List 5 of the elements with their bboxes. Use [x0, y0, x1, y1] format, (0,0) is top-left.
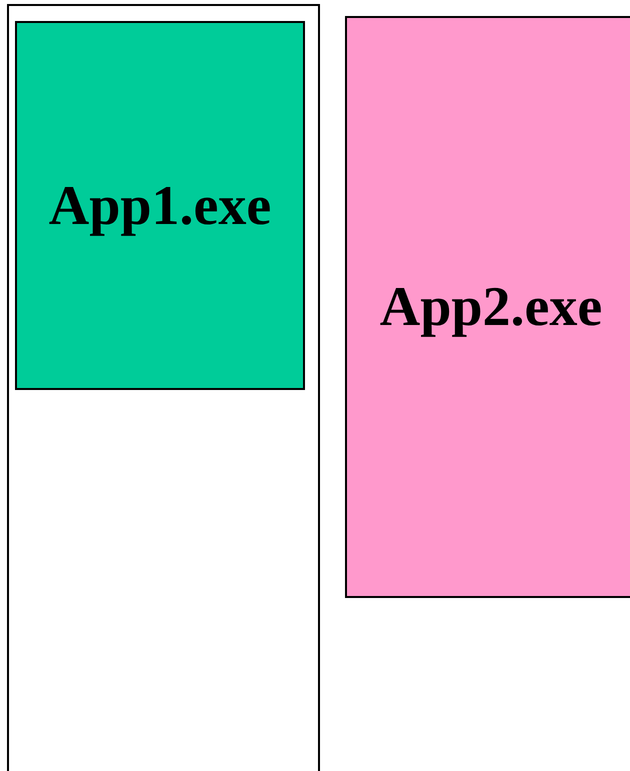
process-box — [15, 21, 305, 390]
node-label: App1.exe — [48, 174, 272, 238]
node-label: App2.exe — [380, 275, 602, 339]
container-box — [7, 4, 320, 771]
process-box — [345, 16, 630, 598]
